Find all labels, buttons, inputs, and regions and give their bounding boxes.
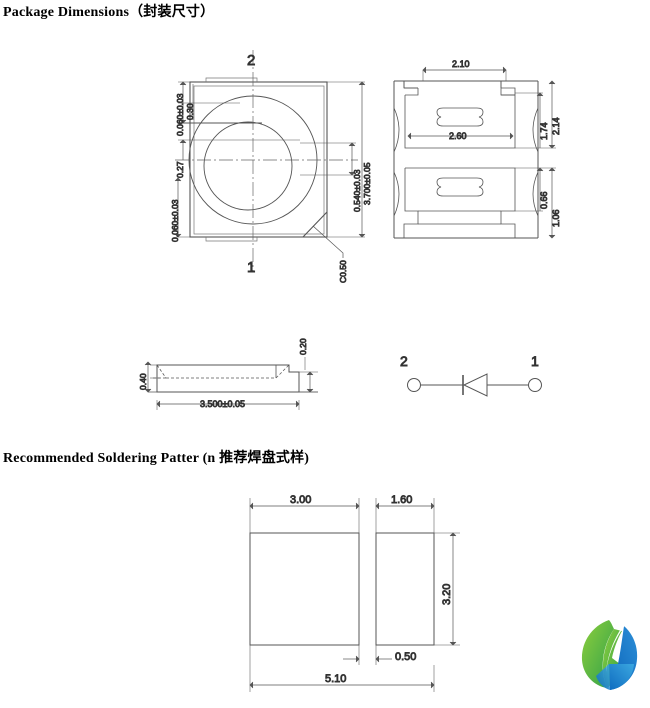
dim-5-10: 5.10 bbox=[325, 673, 346, 685]
top-view-pin2-label: 2 bbox=[247, 52, 255, 69]
dim-060-003-bottom: 0.060±0.03 bbox=[170, 199, 180, 242]
dim-0-66: 0.66 bbox=[539, 191, 549, 209]
dim-0-27: 0.27 bbox=[175, 161, 185, 178]
dim-3-500: 3.500±0.05 bbox=[200, 399, 245, 409]
dim-3-00: 3.00 bbox=[290, 494, 311, 506]
circuit-pin2-label: 2 bbox=[400, 353, 408, 369]
side-view-group bbox=[144, 357, 318, 410]
dim-060-003-top: 0.060±0.03 bbox=[175, 93, 185, 136]
dim-1-74: 1.74 bbox=[539, 122, 549, 140]
dim-2-60: 2.60 bbox=[449, 131, 467, 141]
page-title-package-dimensions: Package Dimensions（封装尺寸） bbox=[3, 5, 215, 20]
dim-1-06: 1.06 bbox=[551, 209, 561, 227]
dim-3-20: 3.20 bbox=[441, 584, 453, 605]
dim-0-50: 0.50 bbox=[395, 651, 416, 663]
circuit-diagram-group bbox=[407, 373, 542, 397]
dim-2-14: 2.14 bbox=[551, 117, 561, 135]
dim-2-10: 2.10 bbox=[452, 59, 470, 69]
bottom-view-group bbox=[393, 66, 556, 239]
dim-0-540: 0.540±0.03 bbox=[352, 169, 362, 212]
company-logo-watermark bbox=[581, 620, 638, 690]
dim-3-700: 3.700±0.05 bbox=[362, 162, 372, 205]
page-title-recommended-soldering-pattern: Recommended Soldering Patter (n 推荐焊盘式样) bbox=[3, 451, 310, 466]
dim-0-40: 0.40 bbox=[138, 373, 148, 390]
top-view-pin1-label: 1 bbox=[247, 259, 255, 276]
top-view-group bbox=[174, 50, 366, 272]
dim-1-60: 1.60 bbox=[391, 494, 412, 506]
circuit-pin1-label: 1 bbox=[531, 353, 539, 369]
dim-chamfer-c050: C0.50 bbox=[338, 260, 348, 283]
dim-0-30: 0.30 bbox=[185, 103, 195, 120]
soldering-pattern-group bbox=[249, 498, 460, 692]
dim-0-20: 0.20 bbox=[298, 338, 308, 355]
